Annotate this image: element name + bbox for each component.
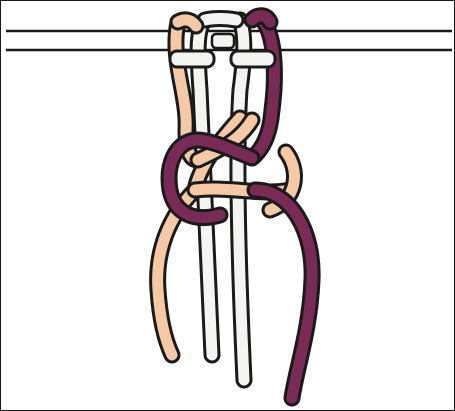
center-filler-cords <box>198 19 244 381</box>
